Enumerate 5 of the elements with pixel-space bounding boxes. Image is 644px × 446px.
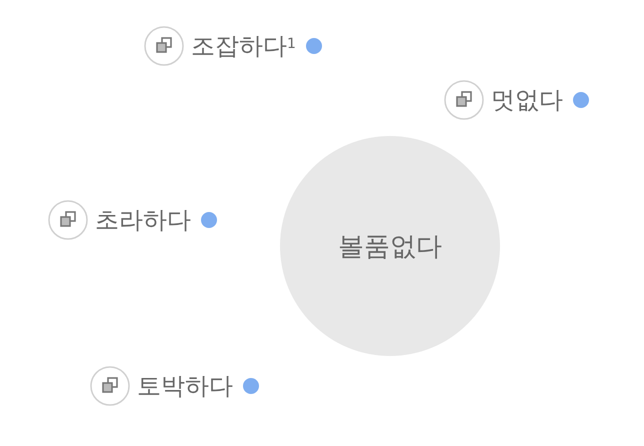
word-label: 초라하다 [95,205,191,235]
word-label: 조잡하다$^{1}$ [191,31,296,61]
word-label: 토박하다 [137,371,233,401]
word-label: 멋없다 [491,85,563,115]
word-label: 볼품없다 [338,230,442,264]
